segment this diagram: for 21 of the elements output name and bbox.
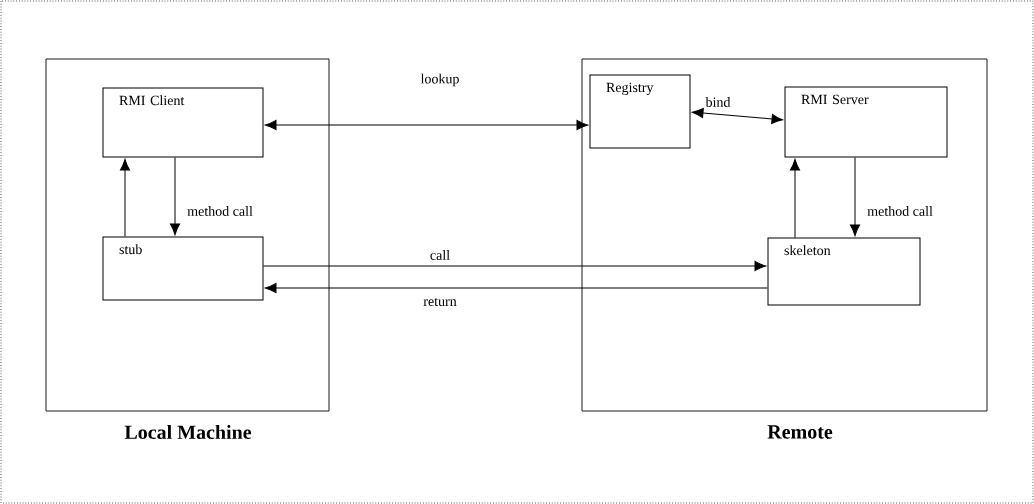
edge-label: lookup [419,72,461,88]
arrow [264,119,589,131]
arrow [263,260,767,272]
component-box: Registry [589,74,691,149]
edge-label: method call [866,205,934,217]
edge-label: call [428,249,452,261]
arrow [264,282,768,294]
box-heading: Remote [767,425,833,439]
arrow [691,108,784,124]
edge-label: bind [704,96,732,108]
edge-label: method call [186,205,254,217]
arrow [119,158,131,237]
arrow [789,158,801,238]
component-box: skeleton [767,237,921,306]
edge-label: return [422,297,458,307]
component-box: RMI Server [784,86,948,158]
arrow [169,157,181,236]
component-box: stub [102,236,264,301]
box-heading: Local Machine [124,424,252,440]
arrow [849,157,861,237]
component-box: RMI Client [102,87,264,158]
